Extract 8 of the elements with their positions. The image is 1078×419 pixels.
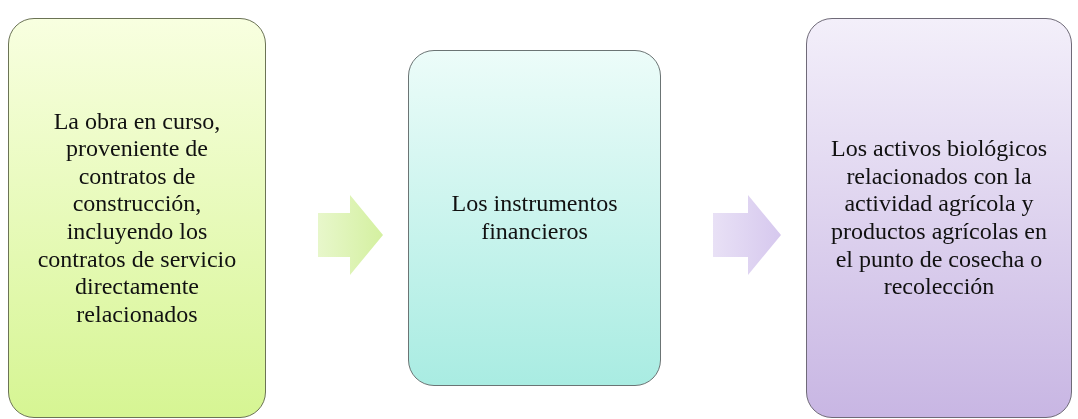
- rounded-box: [8, 18, 266, 418]
- box-text: Los instrumentos financieros: [450, 190, 619, 246]
- block-arrow: [713, 195, 781, 275]
- rounded-box: [806, 18, 1072, 418]
- block-arrow: [318, 195, 383, 275]
- rounded-box: [408, 50, 661, 386]
- box-text: La obra en curso, proveniente de contratos de construcción, incluyendo los contratos de servicio directamente relacionados: [36, 107, 238, 329]
- box-text: Los activos biológicos relacionados con la actividad agrícola y productos agrícolas en el punto de cosecha o recolección: [830, 135, 1048, 301]
